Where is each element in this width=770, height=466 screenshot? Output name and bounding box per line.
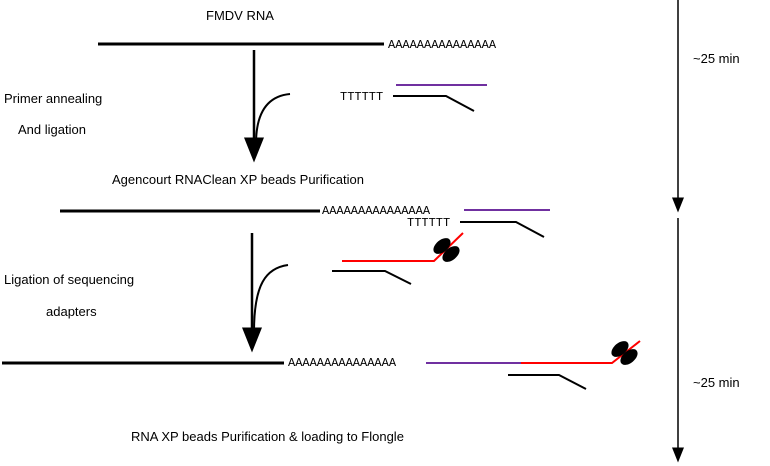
step1-label-line1: Primer annealing [4,91,103,106]
polyt-sequence-1: TTTTTT [340,90,384,104]
polya-tail-2: AAAAAAAAAAAAAAA [322,204,431,218]
diagram-title: FMDV RNA [206,8,274,23]
time-label-1: ~25 min [693,51,740,66]
motor-protein-1 [433,238,460,262]
merge-curve-2 [253,264,289,333]
purification-label-1: Agencourt RNAClean XP beads Purification [112,172,364,187]
merge-curve-1 [255,93,291,145]
oligo-dt-strand-1 [393,95,475,112]
polyt-sequence-2: TTTTTT [407,216,451,230]
purification-label-2: RNA XP beads Purification & loading to F… [131,429,404,444]
step2-label-line1: Ligation of sequencing [4,272,135,287]
adapter-complement-1 [332,270,412,285]
oligo-dt-strand-2 [460,221,545,238]
adapter-strand-1 [342,232,464,262]
adapter-strand-2 [521,340,641,364]
polya-tail-1: AAAAAAAAAAAAAAA [388,38,497,52]
oligo-dt-strand-3 [508,374,587,390]
step2-label-line2: adapters [46,304,97,319]
step1-label-line2: And ligation [18,122,86,137]
polya-tail-3: AAAAAAAAAAAAAAA [288,356,397,370]
motor-protein-2 [611,341,638,365]
time-label-2: ~25 min [693,375,740,390]
